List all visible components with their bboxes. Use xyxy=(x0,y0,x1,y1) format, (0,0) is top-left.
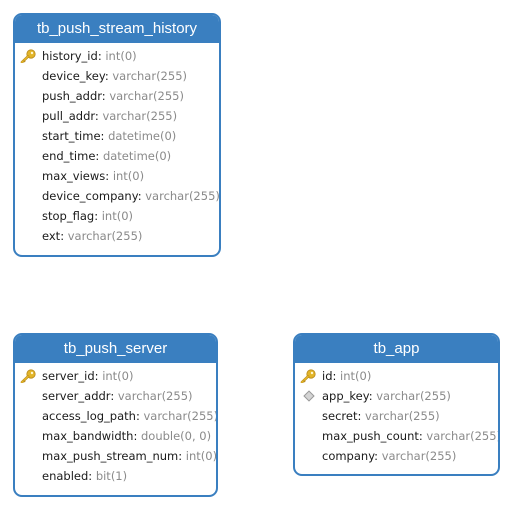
field-separator: : xyxy=(88,469,96,483)
field-separator: : xyxy=(105,169,113,183)
field-type: varchar(255) xyxy=(67,229,143,243)
field-separator: : xyxy=(178,449,186,463)
key-icon xyxy=(300,369,316,384)
field-list: history_id: int(0)device_key: varchar(25… xyxy=(15,43,219,246)
field-type: varchar(255) xyxy=(117,389,193,403)
field-name: company xyxy=(322,449,375,463)
field-separator: : xyxy=(110,389,118,403)
table-tb-push-stream-history[interactable]: tb_push_stream_history history_id: int(0… xyxy=(13,13,221,257)
field-row[interactable]: ext: varchar(255) xyxy=(15,226,219,246)
field-separator: : xyxy=(94,109,103,123)
field-row[interactable]: device_company: varchar(255) xyxy=(15,186,219,206)
field-row[interactable]: stop_flag: int(0) xyxy=(15,206,219,226)
field-name: max_push_stream_num xyxy=(42,449,179,463)
field-name: start_time xyxy=(42,129,101,143)
field-separator: : xyxy=(332,369,341,383)
field-row[interactable]: max_bandwidth: double(0, 0) xyxy=(15,426,216,446)
field-name: max_push_count xyxy=(322,429,419,443)
field-row[interactable]: app_key: varchar(255) xyxy=(295,386,498,406)
field-type: varchar(255) xyxy=(426,429,500,443)
field-separator: : xyxy=(418,429,427,443)
field-type: varchar(255) xyxy=(109,89,184,103)
field-type: int(0) xyxy=(112,169,145,183)
field-row[interactable]: access_log_path: varchar(255) xyxy=(15,406,216,426)
field-type: int(0) xyxy=(102,369,134,383)
field-row[interactable]: push_addr: varchar(255) xyxy=(15,86,219,106)
field-separator: : xyxy=(357,409,365,423)
field-list: id: int(0)app_key: varchar(255)secret: v… xyxy=(295,363,498,466)
field-row[interactable]: device_key: varchar(255) xyxy=(15,66,219,86)
field-type: int(0) xyxy=(101,209,134,223)
field-type: datetime(0) xyxy=(102,149,172,163)
field-row[interactable]: end_time: datetime(0) xyxy=(15,146,219,166)
field-name: push_addr xyxy=(42,89,102,103)
field-separator: : xyxy=(100,129,109,143)
table-title: tb_app xyxy=(295,335,498,363)
field-row[interactable]: id: int(0) xyxy=(295,366,498,386)
field-name: enabled xyxy=(42,469,89,483)
field-separator: : xyxy=(374,449,382,463)
table-tb-app[interactable]: tb_app id: int(0)app_key: varchar(255)se… xyxy=(293,333,500,476)
field-type: varchar(255) xyxy=(143,409,218,423)
field-type: datetime(0) xyxy=(108,129,177,143)
field-row[interactable]: server_id: int(0) xyxy=(15,366,216,386)
field-type: varchar(255) xyxy=(145,189,220,203)
field-name: device_key xyxy=(42,69,105,83)
field-type: int(0) xyxy=(340,369,372,383)
field-name: secret xyxy=(322,409,358,423)
field-name: access_log_path xyxy=(42,409,136,423)
field-type: varchar(255) xyxy=(102,109,178,123)
field-type: bit(1) xyxy=(95,469,128,483)
field-separator: : xyxy=(137,189,146,203)
field-separator: : xyxy=(368,389,377,403)
field-name: history_id xyxy=(42,49,98,63)
field-row[interactable]: history_id: int(0) xyxy=(15,46,219,66)
field-row[interactable]: pull_addr: varchar(255) xyxy=(15,106,219,126)
field-list: server_id: int(0)server_addr: varchar(25… xyxy=(15,363,216,486)
field-name: server_id xyxy=(42,369,95,383)
key-icon xyxy=(20,369,36,384)
index-diamond-icon xyxy=(303,390,315,402)
field-type: int(0) xyxy=(185,449,218,463)
field-row[interactable]: secret: varchar(255) xyxy=(295,406,498,426)
field-name: id xyxy=(322,369,333,383)
table-tb-push-server[interactable]: tb_push_server server_id: int(0)server_a… xyxy=(13,333,218,497)
field-separator: : xyxy=(95,149,103,163)
field-row[interactable]: server_addr: varchar(255) xyxy=(15,386,216,406)
field-type: varchar(255) xyxy=(112,69,187,83)
field-separator: : xyxy=(101,89,110,103)
field-name: ext xyxy=(42,229,61,243)
field-type: varchar(255) xyxy=(364,409,440,423)
field-row[interactable]: max_push_count: varchar(255) xyxy=(295,426,498,446)
field-name: stop_flag xyxy=(42,209,95,223)
field-name: server_addr xyxy=(42,389,111,403)
table-title: tb_push_server xyxy=(15,335,216,363)
key-icon xyxy=(20,49,36,64)
field-row[interactable]: start_time: datetime(0) xyxy=(15,126,219,146)
field-name: app_key xyxy=(322,389,369,403)
field-row[interactable]: max_views: int(0) xyxy=(15,166,219,186)
field-separator: : xyxy=(94,369,103,383)
field-type: int(0) xyxy=(105,49,137,63)
field-row[interactable]: max_push_stream_num: int(0) xyxy=(15,446,216,466)
field-name: device_company xyxy=(42,189,138,203)
field-name: end_time xyxy=(42,149,96,163)
field-name: pull_addr xyxy=(42,109,95,123)
field-separator: : xyxy=(104,69,113,83)
field-name: max_views xyxy=(42,169,106,183)
field-separator: : xyxy=(94,209,102,223)
field-separator: : xyxy=(133,429,141,443)
field-row[interactable]: enabled: bit(1) xyxy=(15,466,216,486)
field-name: max_bandwidth xyxy=(42,429,134,443)
table-title: tb_push_stream_history xyxy=(15,15,219,43)
field-type: varchar(255) xyxy=(381,449,457,463)
field-row[interactable]: company: varchar(255) xyxy=(295,446,498,466)
field-type: varchar(255) xyxy=(376,389,451,403)
field-type: double(0, 0) xyxy=(140,429,212,443)
field-separator: : xyxy=(135,409,144,423)
field-separator: : xyxy=(60,229,68,243)
field-separator: : xyxy=(97,49,106,63)
